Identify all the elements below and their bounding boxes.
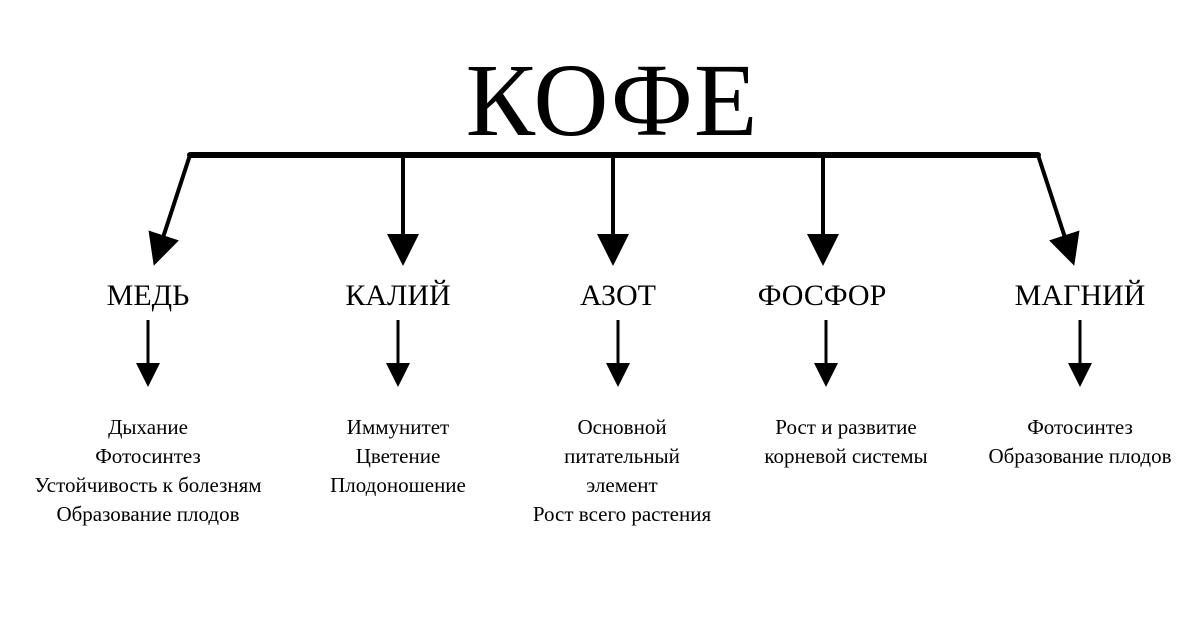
effect-line: Образование плодов — [988, 444, 1172, 468]
effect-line: Цветение — [355, 444, 441, 468]
sub-arrows — [136, 320, 1092, 387]
branch-arrow-med — [148, 154, 192, 266]
effect-line: элемент — [586, 473, 658, 497]
branch-arrows — [148, 154, 1080, 266]
effect-line: Рост и развитие — [775, 415, 917, 439]
effect-line: корневой системы — [764, 444, 928, 468]
element-name-fosfor: ФОСФОР — [757, 279, 887, 312]
effect-line: Дыхание — [108, 415, 188, 439]
element-name-kaliy: КАЛИЙ — [345, 279, 451, 312]
element-name-azot: АЗОТ — [580, 279, 656, 312]
effect-line: питательный — [564, 444, 680, 468]
element-name-med: МЕДЬ — [106, 279, 190, 312]
effect-line: Фотосинтез — [95, 444, 201, 468]
effect-line: Устойчивость к болезням — [34, 473, 262, 497]
branch-arrow-magniy — [1036, 154, 1080, 266]
effect-line: Рост всего растения — [532, 502, 712, 526]
element-name-magniy: МАГНИЙ — [1014, 279, 1146, 312]
effect-line: Фотосинтез — [1027, 415, 1133, 439]
effect-line: Иммунитет — [346, 415, 450, 439]
diagram-title: КОФЕ — [465, 43, 759, 158]
effect-line: Образование плодов — [56, 502, 240, 526]
effect-line: Основной — [577, 415, 667, 439]
effect-line: Плодоношение — [330, 473, 466, 497]
effects-fosfor: Рост и развитие корневой системы — [696, 413, 996, 471]
